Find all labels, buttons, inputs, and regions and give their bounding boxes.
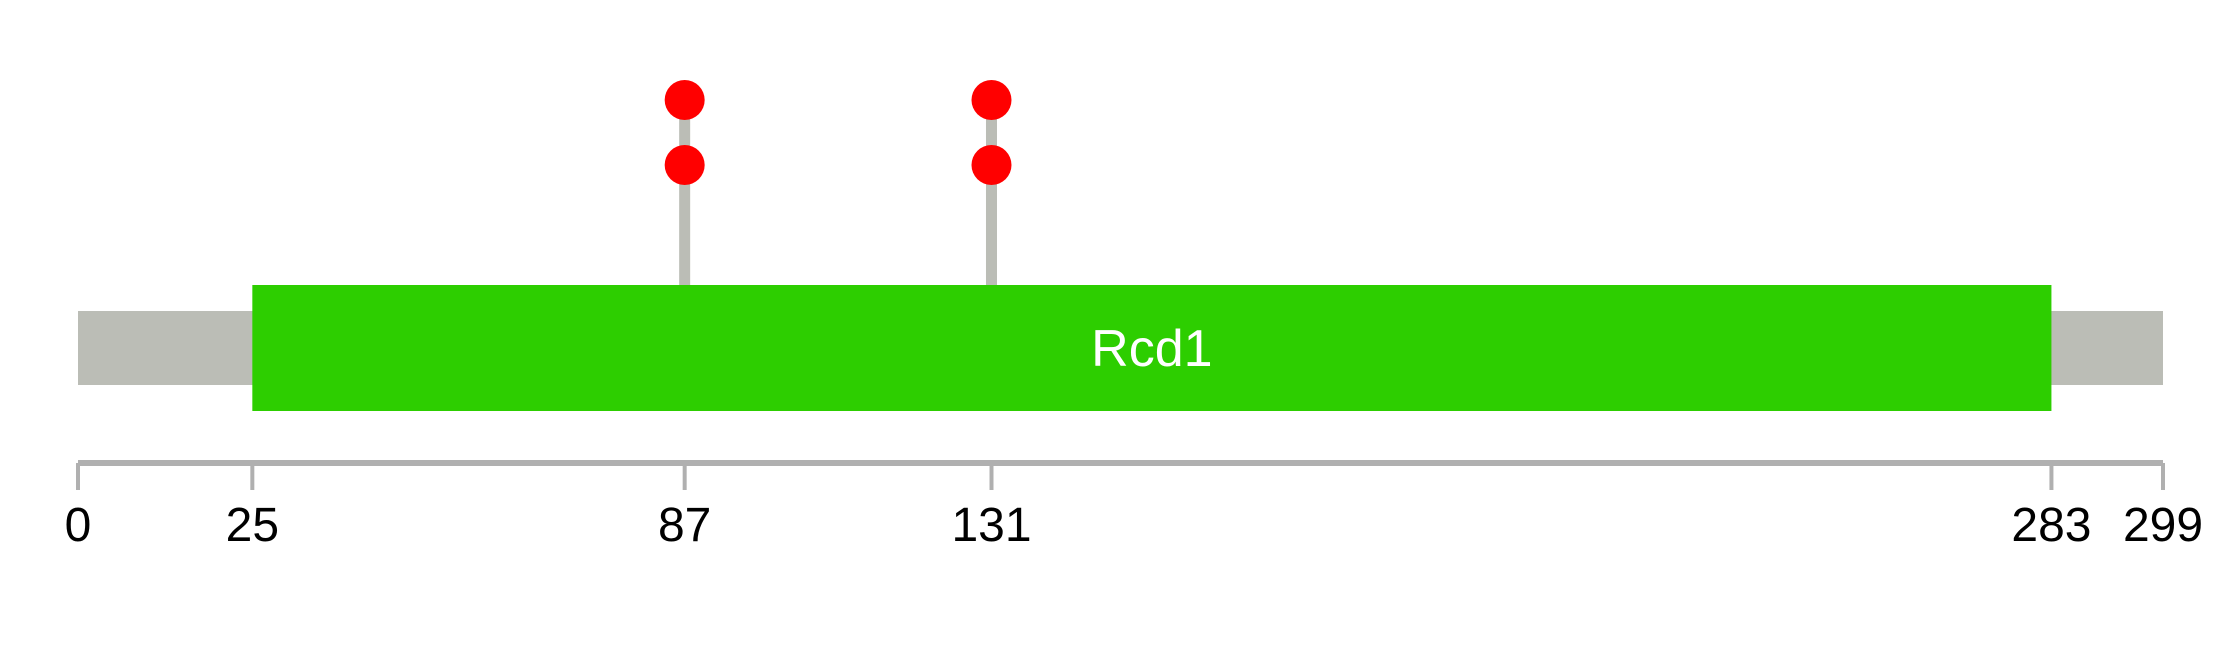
- mutation-dot: [971, 145, 1012, 185]
- axis-tick-label: 0: [65, 499, 92, 552]
- mutation-dot: [664, 80, 705, 120]
- axis-tick-label: 299: [2123, 499, 2203, 552]
- mutation-dot: [664, 145, 705, 185]
- axis-tick-label: 25: [226, 499, 279, 552]
- domain-label: Rcd1: [1091, 320, 1212, 378]
- domain-rcd1: [252, 285, 2052, 411]
- axis-tick-label: 131: [951, 499, 1031, 552]
- axis-tick-label: 87: [658, 499, 711, 552]
- mutation-dot: [971, 80, 1012, 120]
- axis-tick-label: 283: [2011, 499, 2091, 552]
